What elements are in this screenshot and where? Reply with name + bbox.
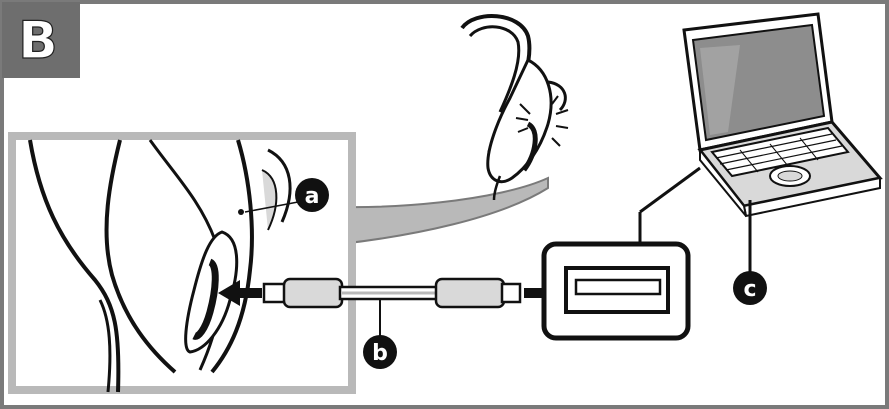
usb-port-inset bbox=[541, 166, 701, 341]
callout-c-label: c bbox=[743, 277, 756, 302]
laptop-icon bbox=[682, 12, 883, 272]
indicator-light-rays bbox=[515, 95, 569, 147]
callout-a: a bbox=[295, 178, 329, 212]
panel-letter: B bbox=[18, 11, 58, 71]
zoom-wedge bbox=[299, 176, 549, 250]
arrow-to-earpiece bbox=[218, 280, 262, 306]
callout-c: c bbox=[733, 271, 767, 305]
panel-tab: B bbox=[2, 2, 80, 78]
usb-cable bbox=[262, 277, 522, 309]
callout-b: b bbox=[363, 299, 397, 369]
inset-detail bbox=[8, 132, 356, 394]
callout-b-label: b bbox=[372, 341, 388, 366]
earphone-icon bbox=[460, 14, 569, 201]
callout-a-label: a bbox=[305, 184, 320, 209]
